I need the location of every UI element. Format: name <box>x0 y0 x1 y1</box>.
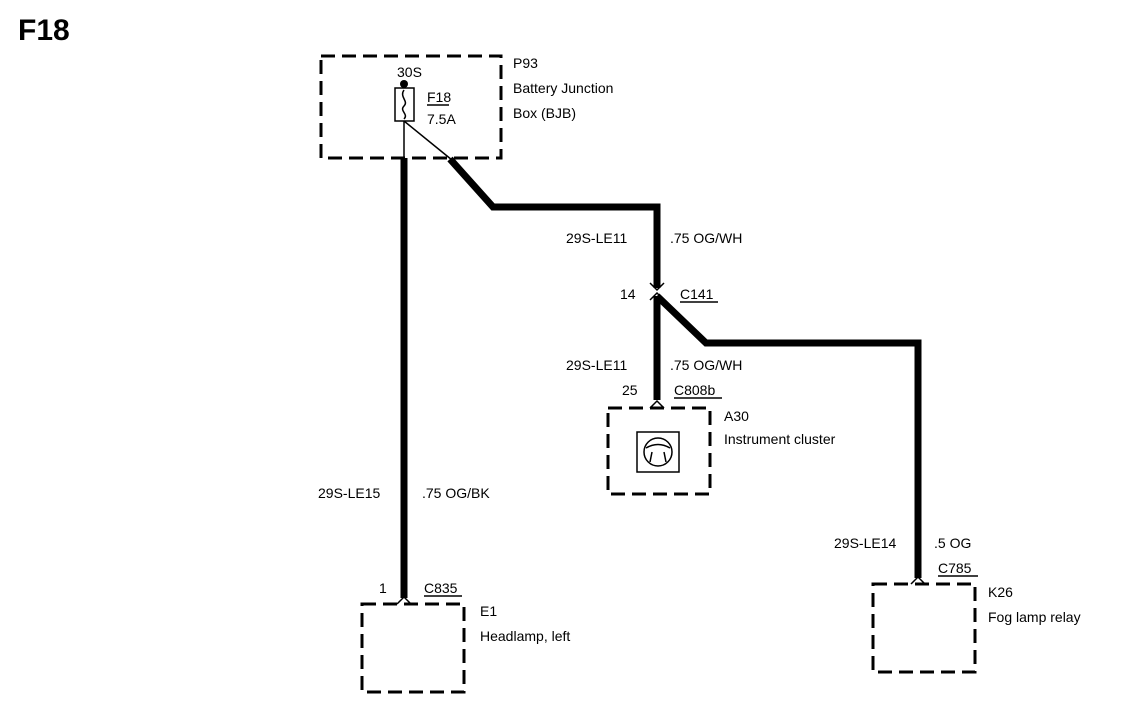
wire-le14-circuit: 29S-LE14 <box>834 535 896 551</box>
c785-chevron <box>910 575 926 585</box>
c808b-pin: 25 <box>622 382 638 398</box>
fuse-label: F18 <box>427 89 451 105</box>
wire-le14-spec: .5 OG <box>934 535 971 551</box>
bjb-name-line1: Battery Junction <box>513 80 613 96</box>
steering-wheel-icon <box>636 431 680 473</box>
diagram-title: F18 <box>18 14 70 47</box>
headlamp-ref: E1 <box>480 603 497 619</box>
wire-29s-le11-upper <box>447 156 661 288</box>
instrument-cluster-name: Instrument cluster <box>724 431 836 447</box>
instrument-cluster-ref: A30 <box>724 408 749 424</box>
wire-29s-le14 <box>654 293 922 578</box>
fog-relay-box <box>871 582 977 674</box>
c808b-connector: C808b <box>674 382 715 398</box>
bjb-box <box>319 54 503 160</box>
fog-relay-ref: K26 <box>988 584 1013 600</box>
c808b-chevron <box>649 399 665 409</box>
wire-le11-upper-circuit: 29S-LE11 <box>566 230 627 246</box>
bjb-feed-label: 30S <box>397 64 422 80</box>
wire-le15-spec: .75 OG/BK <box>422 485 490 501</box>
instrument-cluster-box <box>606 406 712 496</box>
bjb-ref: P93 <box>513 55 538 71</box>
fuse-rating: 7.5A <box>427 111 456 127</box>
c141-pin: 14 <box>620 286 636 302</box>
bjb-name-line2: Box (BJB) <box>513 105 576 121</box>
wire-le11-lower-circuit: 29S-LE11 <box>566 357 627 373</box>
wire-le11-lower-spec: .75 OG/WH <box>670 357 742 373</box>
c785-connector: C785 <box>938 560 972 576</box>
c141-chevron-bottom <box>649 291 665 301</box>
fuse-lead-diagonal <box>403 120 453 161</box>
headlamp-name: Headlamp, left <box>480 628 570 644</box>
wire-le11-upper-spec: .75 OG/WH <box>670 230 742 246</box>
headlamp-box <box>360 602 466 694</box>
fog-relay-name: Fog lamp relay <box>988 609 1081 625</box>
c141-chevron-top <box>649 282 665 292</box>
c835-chevron <box>396 595 412 605</box>
c835-connector: C835 <box>424 580 458 596</box>
c835-pin: 1 <box>379 580 387 596</box>
c141-connector: C141 <box>680 286 714 302</box>
fuse-icon <box>394 87 415 122</box>
wire-le15-circuit: 29S-LE15 <box>318 485 380 501</box>
